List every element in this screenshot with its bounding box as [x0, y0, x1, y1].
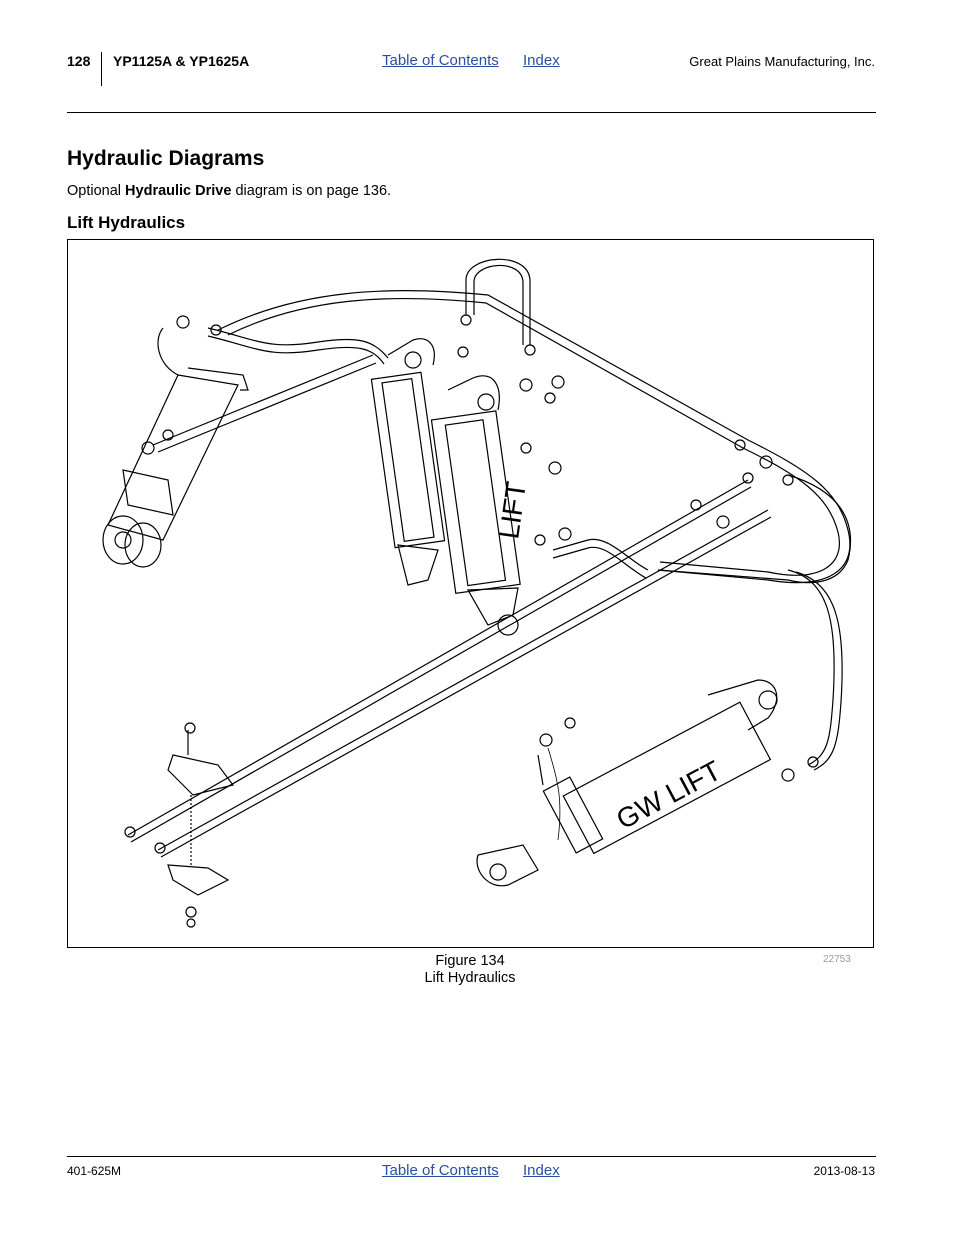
- doc-date: 2013-08-13: [813, 1164, 875, 1178]
- left-hose-outer: [207, 327, 389, 359]
- footer-rule: [67, 1156, 876, 1157]
- hose-loop-inner: [227, 297, 840, 576]
- footer-toc-link[interactable]: Table of Contents: [382, 1162, 499, 1179]
- u-hose-inner: [473, 264, 524, 345]
- intro-text: Optional Hydraulic Drive diagram is on p…: [67, 183, 391, 199]
- intro-bold: Hydraulic Drive: [125, 183, 232, 199]
- bracket-assembly: [167, 722, 235, 928]
- center-cylinder-1: [370, 338, 446, 586]
- long-tube-2: [157, 509, 769, 851]
- hose-loop-outer: [217, 289, 851, 584]
- left-cylinder: [102, 327, 249, 568]
- hydraulic-diagram: LIFT GW LIFT: [102, 258, 852, 928]
- model-name: YP1125A & YP1625A: [113, 53, 250, 69]
- intro-suffix: diagram is on page 136.: [231, 183, 392, 199]
- figure-frame: LIFT GW LIFT: [67, 239, 874, 948]
- company-name: Great Plains Manufacturing, Inc.: [689, 54, 875, 69]
- header-rule: [67, 112, 876, 113]
- doc-number: 401-625M: [67, 1164, 122, 1178]
- diag-hose-a: [152, 354, 374, 446]
- u-hose-outer: [465, 258, 531, 345]
- header-index-link[interactable]: Index: [523, 52, 560, 69]
- header-toc-link[interactable]: Table of Contents: [382, 52, 499, 69]
- cylinder-label-lift: LIFT: [493, 480, 532, 541]
- long-tube-1: [127, 479, 749, 836]
- intro-prefix: Optional: [67, 183, 126, 199]
- figure-number: Figure 134: [435, 953, 505, 969]
- cylinder-label-gw-lift: GW LIFT: [611, 755, 726, 836]
- figure-caption: Lift Hydraulics: [424, 970, 516, 986]
- footer-index-link[interactable]: Index: [523, 1162, 560, 1179]
- subsection-title: Lift Hydraulics: [67, 213, 186, 232]
- center-cylinder-2: [430, 375, 521, 636]
- section-title: Hydraulic Diagrams: [67, 147, 265, 170]
- figure-part-id: 22753: [823, 954, 851, 965]
- gw-cylinder: [476, 679, 778, 887]
- header-divider: [101, 52, 102, 86]
- fittings: [124, 314, 819, 854]
- page-number: 128: [67, 53, 91, 69]
- right-hose: [787, 569, 835, 766]
